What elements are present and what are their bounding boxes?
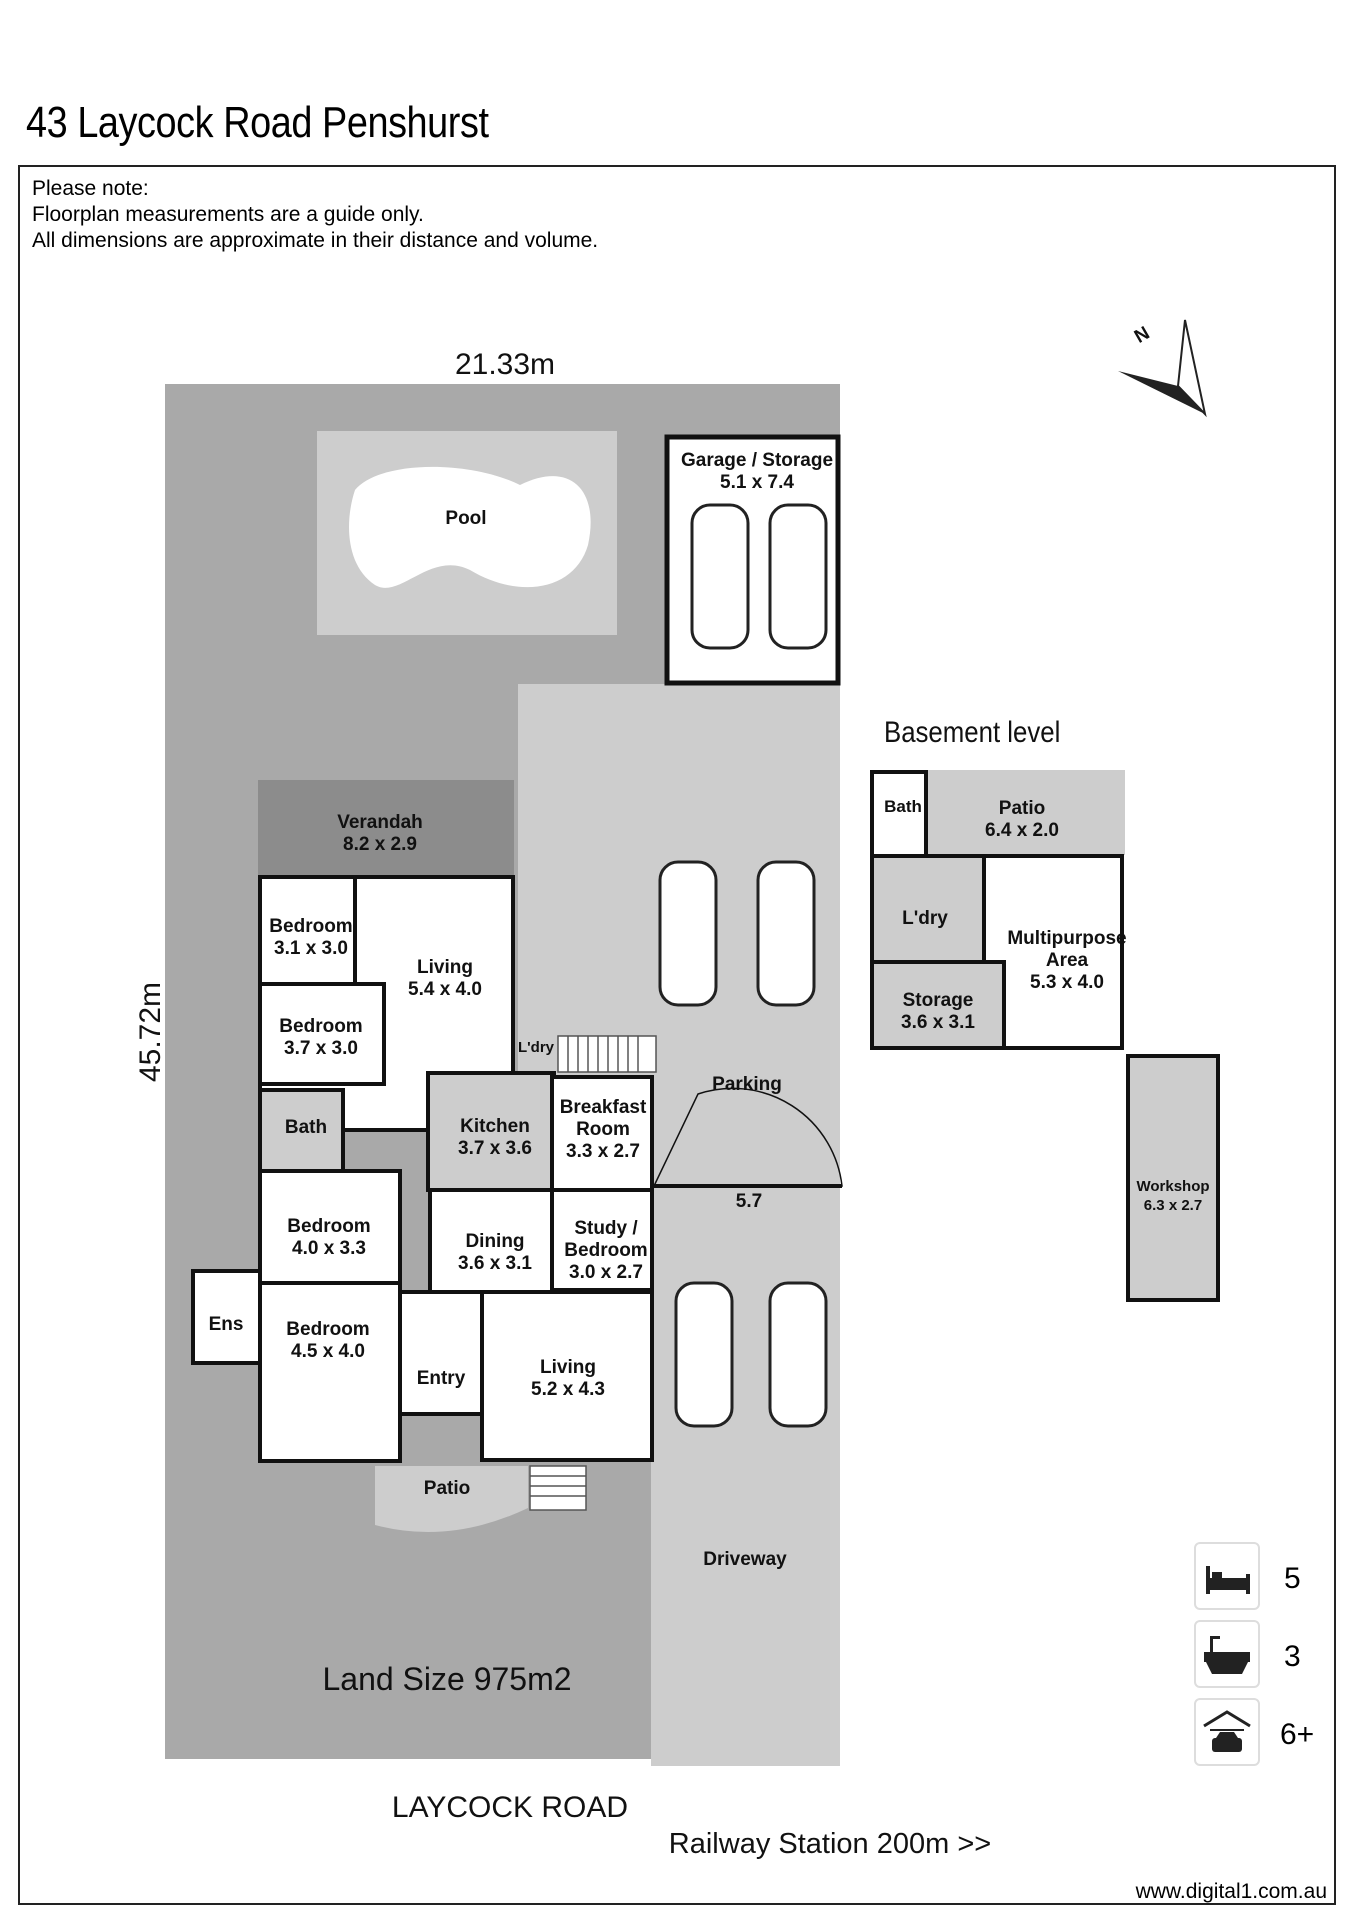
basement-patio-size: 6.4 x 2.0 <box>985 820 1059 841</box>
multipurpose-size: 5.3 x 4.0 <box>1030 972 1104 993</box>
entry-label: Entry <box>417 1368 466 1389</box>
note-line-1: Please note: <box>32 177 149 200</box>
railway-distance: Railway Station 200m >> <box>669 1828 991 1860</box>
living1-name: Living <box>417 957 473 978</box>
depth-dimension: 45.72m <box>134 982 167 1082</box>
stairs-front <box>529 1465 587 1511</box>
verandah-name: Verandah <box>337 812 423 833</box>
street-name: LAYCOCK ROAD <box>392 1791 628 1824</box>
garage-size: 5.1 x 7.4 <box>720 472 794 493</box>
compass-icon: N <box>1118 319 1207 418</box>
front-patio-label: Patio <box>424 1478 470 1499</box>
basement-walls <box>870 770 1220 1302</box>
note-line-3: All dimensions are approximate in their … <box>32 229 599 252</box>
workshop-name: Workshop <box>1136 1178 1209 1195</box>
car-garage-icon <box>1194 1698 1260 1766</box>
bedroom-count: 5 <box>1284 1562 1301 1595</box>
bedroom3-name: Bedroom <box>287 1216 370 1237</box>
verandah <box>258 780 514 876</box>
house-walls <box>191 875 654 1463</box>
storage-name: Storage <box>903 990 974 1011</box>
note-line-2: Floorplan measurements are a guide only. <box>32 203 424 226</box>
breakfast-name-2: Room <box>576 1119 630 1140</box>
multipurpose-name-2: Area <box>1046 950 1089 971</box>
bathtub-icon <box>1194 1620 1260 1688</box>
garage-name: Garage / Storage <box>681 450 833 471</box>
width-dimension: 21.33m <box>455 348 555 381</box>
kitchen-size: 3.7 x 3.6 <box>458 1138 532 1159</box>
living1-size: 5.4 x 4.0 <box>408 979 482 1000</box>
car-icon <box>658 503 828 1428</box>
basement-patio <box>926 770 1125 855</box>
breakfast-name: Breakfast <box>560 1097 647 1118</box>
study-size: 3.0 x 2.7 <box>569 1262 643 1283</box>
study-name: Study / <box>574 1218 638 1239</box>
living2-name: Living <box>540 1357 596 1378</box>
basement-title: Basement level <box>884 715 1060 748</box>
bedroom1-size: 3.1 x 3.0 <box>274 938 348 959</box>
dining-size: 3.6 x 3.1 <box>458 1253 532 1274</box>
kitchen-name: Kitchen <box>460 1116 530 1137</box>
bedroom2-size: 3.7 x 3.0 <box>284 1038 358 1059</box>
bathroom-count: 3 <box>1284 1640 1301 1673</box>
page-title: 43 Laycock Road Penshurst <box>26 98 489 147</box>
bath-label: Bath <box>285 1117 327 1138</box>
breakfast-size: 3.3 x 2.7 <box>566 1141 640 1162</box>
front-patio <box>375 1466 528 1533</box>
pool <box>349 466 591 588</box>
basement-patio-name: Patio <box>999 798 1045 819</box>
website-link[interactable]: www.digital1.com.au <box>1135 1880 1327 1903</box>
ensuite-label: Ens <box>209 1314 244 1335</box>
bedroom2-name: Bedroom <box>279 1016 362 1037</box>
bedroom1-name: Bedroom <box>269 916 352 937</box>
verandah-size: 8.2 x 2.9 <box>343 834 417 855</box>
driveway-label: Driveway <box>703 1549 787 1570</box>
laundry-label: L'dry <box>518 1039 555 1056</box>
plan-frame <box>18 165 1336 1905</box>
land-size-label: Land Size 975m2 <box>322 1661 571 1697</box>
bedroom4-name: Bedroom <box>286 1319 369 1340</box>
basement-laundry-label: L'dry <box>902 908 948 929</box>
workshop-size: 6.3 x 2.7 <box>1144 1197 1202 1214</box>
gate-swing <box>652 1087 843 1187</box>
multipurpose-name: Multipurpose <box>1007 928 1126 949</box>
compass-north-label: N <box>1131 323 1153 348</box>
bed-icon <box>1194 1542 1260 1610</box>
bedroom4-size: 4.5 x 4.0 <box>291 1341 365 1362</box>
pool-label: Pool <box>445 508 486 529</box>
parking-label: Parking <box>712 1074 782 1095</box>
parking-count: 6+ <box>1280 1718 1315 1751</box>
driveway-area <box>651 1186 840 1766</box>
study-name-2: Bedroom <box>564 1240 647 1261</box>
disclaimer-note: Please note: Floorplan measurements are … <box>32 176 598 254</box>
basement-bath-label: Bath <box>884 797 922 816</box>
living2-size: 5.2 x 4.3 <box>531 1379 605 1400</box>
parking-width-dimension: 5.7 <box>736 1191 762 1212</box>
stairs-rear <box>557 1035 657 1073</box>
bedroom3-size: 4.0 x 3.3 <box>292 1238 366 1259</box>
storage-size: 3.6 x 3.1 <box>901 1012 975 1033</box>
dining-name: Dining <box>465 1231 524 1252</box>
